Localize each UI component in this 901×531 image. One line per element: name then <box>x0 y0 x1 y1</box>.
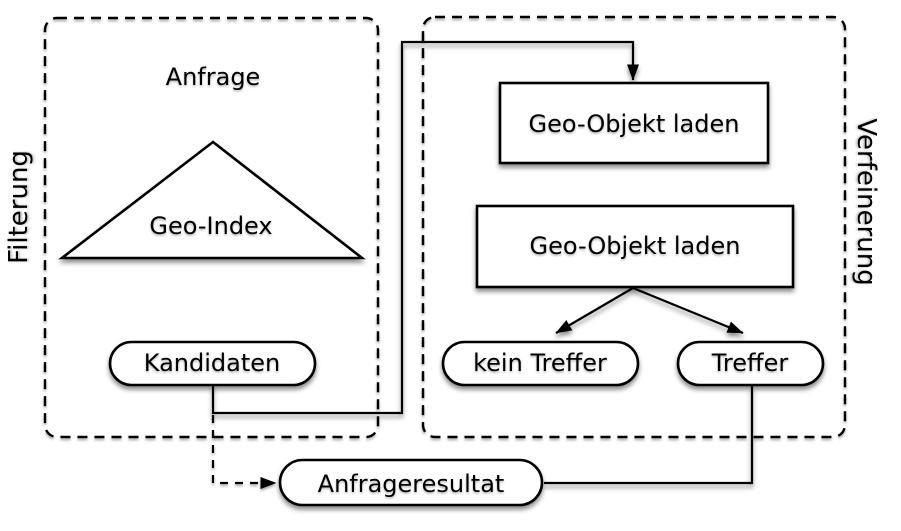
anfrageresultat-label: Anfrageresultat <box>318 470 505 498</box>
verfeinerung-group-box <box>421 15 847 439</box>
geo-objekt-laden-1-box <box>498 81 770 165</box>
geo-objekt-laden-2-label: Geo-Objekt laden <box>530 232 741 260</box>
kein-treffer-label: kein Treffer <box>473 349 607 377</box>
geo-index-label: Geo-Index <box>149 212 272 240</box>
load2-to-treffer-arrow <box>632 286 744 335</box>
kandidaten-to-load-connector <box>211 40 639 415</box>
treffer-label: Treffer <box>711 349 789 377</box>
anfrage-node-label: Anfrage <box>166 63 261 91</box>
filterung-group-box <box>43 16 380 439</box>
geo-objekt-laden-2-box <box>475 204 795 289</box>
geo-index-triangle <box>58 140 366 260</box>
kandidaten-pill <box>108 340 317 387</box>
load2-to-keintreffer-arrow <box>555 287 634 334</box>
verfeinerung-group-label: Verfeinerung <box>851 118 881 285</box>
treffer-to-result-connector <box>544 386 754 485</box>
filterung-group-label: Filterung <box>4 150 34 264</box>
kein-treffer-pill <box>441 340 640 387</box>
kandidaten-label: Kandidaten <box>144 349 280 377</box>
geo-objekt-laden-1-label: Geo-Objekt laden <box>529 110 740 138</box>
treffer-pill <box>676 340 825 387</box>
anfrageresultat-pill <box>278 458 544 507</box>
kandidaten-to-result-dashed-arrow <box>211 415 277 489</box>
